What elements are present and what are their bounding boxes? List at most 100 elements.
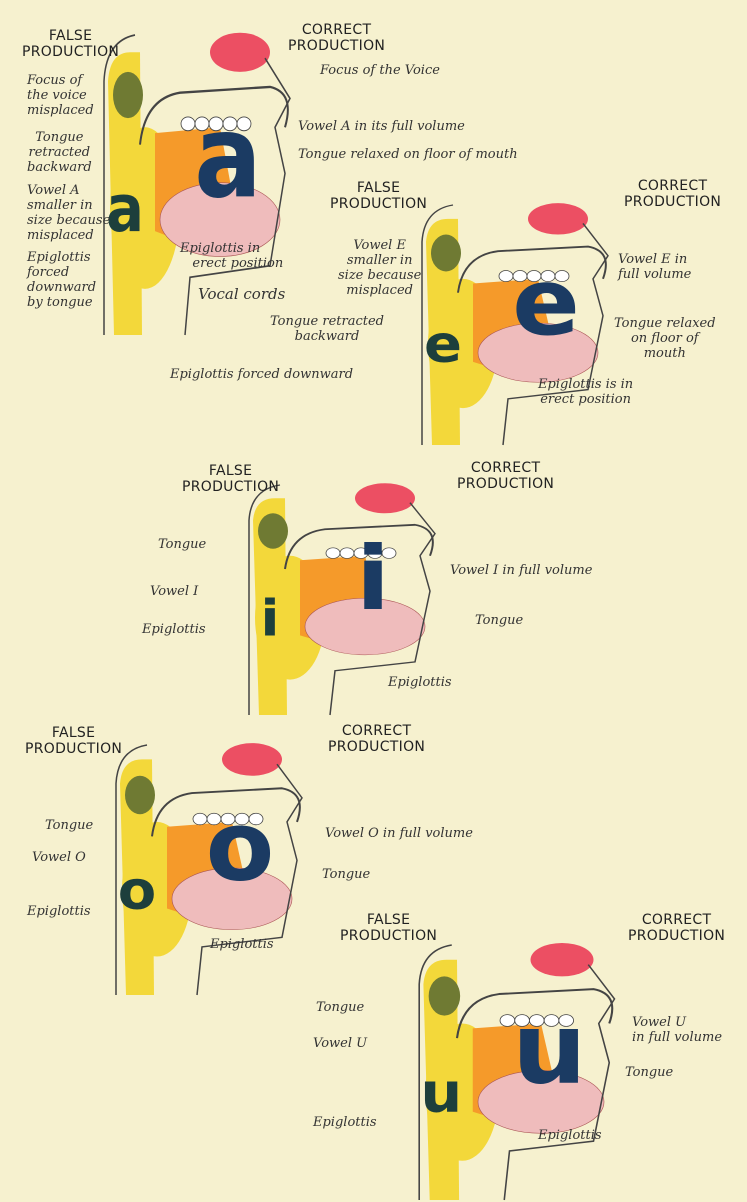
voice-focus [528,203,588,235]
large-vowel-letter: o [206,791,275,903]
relaxed-tongue [477,1070,605,1134]
neck-outline [115,744,148,996]
label-tongue-correct: Tongue [475,613,524,628]
false-production-heading: FALSE PRODUCTION [25,725,123,757]
label-vowel-u-small: Vowel U [313,1036,368,1051]
label-tongue-relaxed: Tongue relaxed on floor of mouth [298,147,518,162]
voice-focus [222,743,282,776]
false-production-heading: FALSE PRODUCTION [22,28,120,60]
neck-outline [103,34,136,335]
label-vowel-i-small: Vowel I [150,584,199,599]
voice-focus [530,943,594,977]
label-vowel-u-full: Vowel U in full volume [632,1015,723,1045]
relaxed-tongue [477,322,599,383]
neck-outline [418,944,452,1201]
label-tongue-false: Tongue [316,1000,365,1015]
correct-production-heading: CORRECT PRODUCTION [624,178,722,210]
label-tongue-correct: Tongue [322,867,371,882]
label-tongue-false: Tongue [158,537,207,552]
tooth [180,116,196,132]
relaxed-tongue [304,597,426,656]
correct-production-heading: CORRECT PRODUCTION [288,22,386,54]
false-production-heading: FALSE PRODUCTION [340,912,438,944]
label-epiglottis-false: Epiglottis [142,622,206,637]
correct-production-heading: CORRECT PRODUCTION [457,460,555,492]
palate-outline [457,245,607,293]
neck-outline [248,484,281,715]
relaxed-tongue [171,867,293,930]
face-outline [196,763,303,996]
label-epiglottis-correct: Epiglottis [210,937,274,952]
misplaced-focus [258,513,288,549]
label-tongue-correct: Tongue [625,1065,674,1080]
tooth [339,547,355,559]
misplaced-focus [113,71,143,119]
large-vowel-letter: a [194,91,261,225]
label-epiglottis-correct: Epiglottis [538,1128,602,1143]
large-vowel-letter: e [512,249,580,356]
tooth [325,547,341,559]
label-vocal-cords: Vocal cords [198,285,286,303]
voice-focus [210,32,270,72]
label-vowel-i-full: Vowel I in full volume [450,563,593,578]
voice-focus [355,483,415,514]
small-vowel-letter: e [424,314,462,374]
small-vowel-letter: u [420,1062,462,1126]
misplaced-focus [428,976,461,1016]
label-tongue-retracted: Tongue retracted backward [270,314,384,344]
label-tongue-relaxed: Tongue relaxed on floor of mouth [614,316,716,361]
palate-outline [455,988,614,1039]
small-vowel-letter: o [118,858,156,921]
face-outline [329,502,436,716]
label-focus-of-voice: Focus of the Voice [320,63,440,78]
label-epiglottis-erect: Epiglottis in erect position [180,241,284,271]
label-epiglottis-forced: Epiglottis forced downward [170,367,354,382]
correct-production-heading: CORRECT PRODUCTION [628,912,726,944]
false-production-heading: FALSE PRODUCTION [182,463,280,495]
tooth [554,270,570,282]
palate-outline [151,787,301,837]
label-epiglottis-erect: Epiglottis is in erect position [538,377,634,407]
label-focus-misplaced: Focus of the voice misplaced [27,73,94,118]
label-vowel-o-full: Vowel O in full volume [325,826,473,841]
label-tongue-retracted: Tongue retracted backward [27,130,92,175]
label-vowel-o-small: Vowel O [32,850,86,865]
large-vowel-letter: i [356,527,390,630]
palate-outline [284,523,434,570]
label-epiglottis-forced: Epiglottis forced downward by tongue [27,250,97,310]
neck-outline [421,204,454,446]
tooth [248,812,264,826]
tooth [558,1014,574,1027]
large-vowel-letter: u [512,992,587,1106]
misplaced-focus [431,234,461,272]
relaxed-tongue [159,182,281,257]
label-vowel-a-small: Vowel A smaller in size because misplace… [27,183,111,243]
tooth [381,547,397,559]
misplaced-focus [125,775,155,815]
label-tongue-false: Tongue [45,818,94,833]
false-production-heading: FALSE PRODUCTION [330,180,428,212]
tooth [498,270,514,282]
label-epiglottis-correct: Epiglottis [388,675,452,690]
face-outline [503,964,616,1201]
correct-production-heading: CORRECT PRODUCTION [328,723,426,755]
label-vowel-e-full: Vowel E in full volume [618,252,692,282]
face-outline [502,223,609,446]
tooth [236,116,252,132]
palate-outline [139,85,289,145]
small-vowel-letter: a [106,172,144,247]
label-epiglottis-false: Epiglottis [27,904,91,919]
label-vowel-a-full: Vowel A in its full volume [298,119,465,134]
label-vowel-e-small: Vowel E smaller in size because misplace… [338,238,422,298]
small-vowel-letter: i [260,590,279,647]
